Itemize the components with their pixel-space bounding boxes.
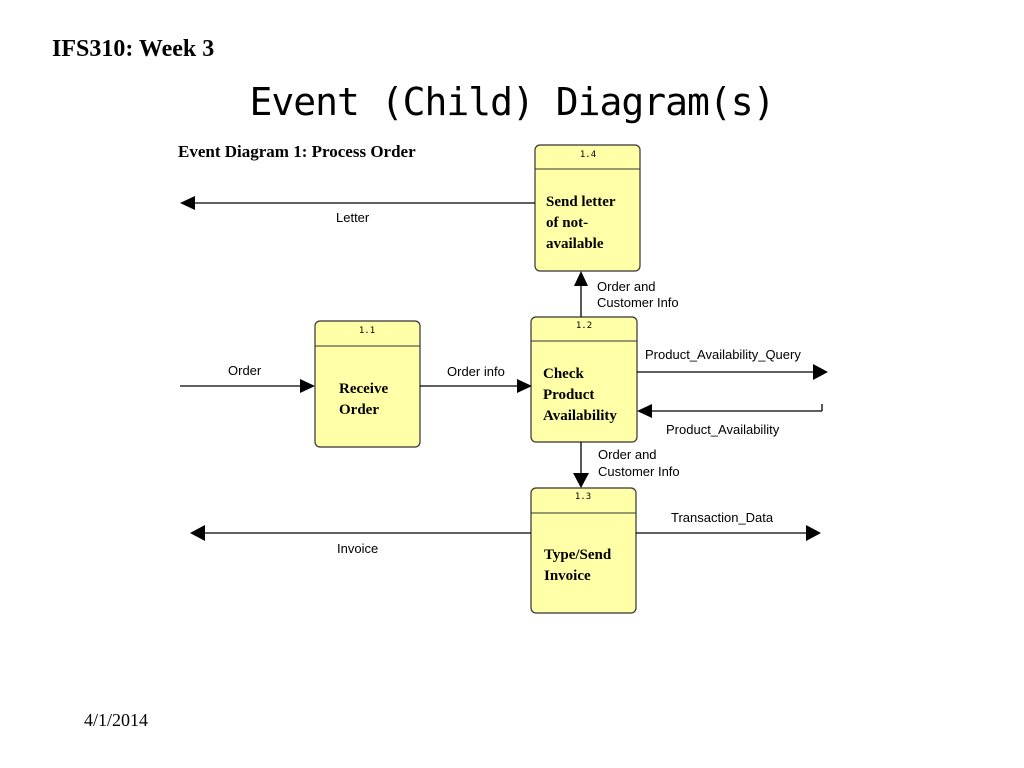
process-name-line: Product — [543, 387, 594, 403]
process-1-4: 1.4 Send letter of not- available — [534, 144, 641, 272]
flow-label: Order and — [598, 447, 657, 462]
flow-label: Product_Availability — [666, 422, 780, 437]
process-name-line: Invoice — [544, 568, 591, 584]
flow-label: Letter — [336, 210, 370, 225]
flow-label: Customer Info — [597, 295, 679, 310]
flow-letter: Letter — [180, 196, 535, 225]
flow-label: Order — [228, 363, 262, 378]
flow-order-info: Order info — [420, 364, 532, 393]
flow-product-availability: Product_Availability — [637, 404, 823, 437]
process-name-line: Send letter — [546, 194, 616, 210]
process-name-line: available — [546, 236, 604, 252]
slide-date: 4/1/2014 — [84, 710, 149, 730]
process-id: 1.3 — [575, 492, 591, 502]
process-1-3: 1.3 Type/Send Invoice — [530, 487, 637, 614]
flow-label: Transaction_Data — [671, 510, 774, 525]
process-name-line: Type/Send — [544, 547, 612, 563]
flow-label: Order and — [597, 279, 656, 294]
process-id: 1.2 — [576, 321, 592, 331]
flow-label: Order info — [447, 364, 505, 379]
process-1-2: 1.2 Check Product Availability — [530, 316, 638, 443]
diagram-title: Event Diagram 1: Process Order — [178, 142, 416, 161]
course-label: IFS310: Week 3 — [52, 36, 215, 62]
flow-invoice: Invoice — [190, 525, 531, 556]
flow-order: Order — [180, 363, 315, 393]
process-name-line: Order — [339, 402, 379, 418]
slide-title: Event (Child) Diagram(s) — [249, 80, 775, 124]
process-name-line: of not- — [546, 215, 588, 231]
process-name-line: Check — [543, 366, 584, 382]
process-1-1: 1.1 Receive Order — [314, 320, 421, 448]
flow-label: Customer Info — [598, 464, 680, 479]
process-name-line: Receive — [339, 381, 388, 397]
flow-label: Product_Availability_Query — [645, 347, 801, 362]
process-id: 1.1 — [359, 326, 375, 336]
flow-order-customer-info-down: Order and Customer Info — [573, 442, 680, 488]
process-name-line: Availability — [543, 408, 617, 424]
flow-order-customer-info-up: Order and Customer Info — [574, 271, 679, 317]
flow-product-availability-query: Product_Availability_Query — [637, 347, 828, 380]
process-id: 1.4 — [580, 150, 596, 160]
flow-transaction-data: Transaction_Data — [636, 510, 821, 541]
flow-label: Invoice — [337, 541, 378, 556]
